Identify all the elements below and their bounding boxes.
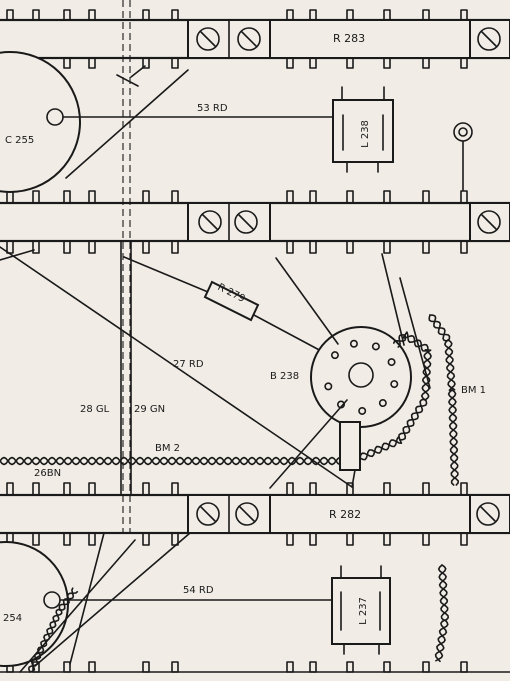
terminal-pin xyxy=(63,190,71,254)
resistor-r283-label: R 283 xyxy=(333,32,365,45)
screw-terminal-icon xyxy=(198,210,222,234)
socket-pin xyxy=(349,339,358,348)
wire-53-rd-label: 53 RD xyxy=(197,103,228,114)
tube-socket-b238-label: B 238 xyxy=(270,371,299,382)
socket-pin xyxy=(387,358,396,367)
wire-29-gn-label: 29 GN xyxy=(134,404,165,415)
terminal-pin xyxy=(171,9,179,69)
resistor-r282-label: R 282 xyxy=(329,508,361,521)
wire-26-bn-label: 26BN xyxy=(34,468,61,479)
tube-socket-c255: C 255 xyxy=(0,51,81,193)
vertical-bus xyxy=(120,0,132,533)
terminal-pin xyxy=(422,661,430,673)
terminal-pin xyxy=(63,661,71,673)
terminal-pin xyxy=(383,190,391,254)
screw-terminal-icon xyxy=(477,27,501,51)
screw-block-middle xyxy=(187,202,510,242)
wire-53-rd: 53 RD xyxy=(62,103,334,118)
terminal-pin xyxy=(142,190,150,254)
terminal-pin xyxy=(63,9,71,69)
terminal-pin xyxy=(422,190,430,254)
resistor-r283: R 283 xyxy=(269,19,471,59)
screw-terminal-icon xyxy=(196,27,220,51)
bundle-bm1-label: BM 1 xyxy=(461,385,486,396)
screw-terminal-icon xyxy=(476,502,500,526)
resistor-r279: R 279 xyxy=(123,256,339,361)
coil-l237-label: L 237 xyxy=(358,597,369,625)
wire-26-bn: 26BN xyxy=(34,468,61,479)
wire-28-gl-label: 28 GL xyxy=(80,404,110,415)
screw-terminal-icon xyxy=(477,210,501,234)
wire-27-rd-label: 27 RD xyxy=(173,359,204,370)
terminal-pin xyxy=(346,661,354,673)
coil-l238: L 238 xyxy=(332,86,394,173)
misc-wiring xyxy=(0,65,431,673)
wire-29-gn: 29 GN xyxy=(134,404,165,415)
capacitor-block xyxy=(339,421,361,471)
socket-pin xyxy=(330,351,339,360)
socket-pin xyxy=(324,382,333,391)
screw-terminal-icon xyxy=(237,27,261,51)
terminal-pin xyxy=(286,661,294,673)
wire-27-rd: 27 RD xyxy=(0,246,353,488)
terminal-pin xyxy=(171,190,179,254)
twisted-pair xyxy=(428,314,459,486)
terminal-pin xyxy=(63,482,71,546)
screw-block-top xyxy=(187,19,510,59)
screw-terminal-icon xyxy=(196,502,220,526)
terminal-pin xyxy=(32,482,40,546)
resistor-r282: R 282 xyxy=(269,494,471,534)
screw-terminal-icon xyxy=(235,502,259,526)
terminal-pin xyxy=(142,661,150,673)
twisted-pair xyxy=(0,456,341,466)
terminal-pin xyxy=(88,661,96,673)
terminal-pin xyxy=(460,190,468,254)
terminal-pin xyxy=(88,190,96,254)
terminal-pin xyxy=(171,661,179,673)
terminal-pin xyxy=(383,661,391,673)
terminal-pins xyxy=(6,9,468,673)
tube-socket-c254-label: 254 xyxy=(3,613,22,624)
terminal-pin xyxy=(32,190,40,254)
twisted-pair xyxy=(359,331,432,461)
coil-l238-label: L 238 xyxy=(360,120,371,148)
terminal-pin xyxy=(88,9,96,69)
terminal-pin xyxy=(309,661,317,673)
ground-lug-icon xyxy=(453,122,473,191)
socket-pin xyxy=(358,406,367,415)
terminal-pin xyxy=(309,190,317,254)
bundle-bm2-label: BM 2 xyxy=(155,443,180,454)
tube-socket-b238: B 238 xyxy=(270,326,412,428)
terminal-pin xyxy=(286,190,294,254)
screw-block-lower xyxy=(187,494,510,534)
wire-28-gl: 28 GL xyxy=(80,404,110,415)
screw-terminal-icon xyxy=(234,210,258,234)
terminal-pin xyxy=(142,482,150,546)
socket-pin xyxy=(371,342,380,351)
socket-pin xyxy=(378,399,387,408)
terminal-pin xyxy=(88,482,96,546)
wire-54-rd: 54 RD xyxy=(59,585,333,601)
wire-54-rd-label: 54 RD xyxy=(183,585,214,596)
coil-l237: L 237 xyxy=(331,565,391,655)
terminal-pin xyxy=(142,9,150,69)
twisted-pair xyxy=(434,564,449,663)
terminal-pin xyxy=(346,190,354,254)
tube-socket-c255-label: C 255 xyxy=(5,135,34,146)
terminal-pin xyxy=(460,661,468,673)
socket-pin xyxy=(390,380,399,389)
twisted-pair-wires xyxy=(0,314,459,673)
socket-pins xyxy=(324,339,399,415)
twisted-pair xyxy=(28,587,79,673)
